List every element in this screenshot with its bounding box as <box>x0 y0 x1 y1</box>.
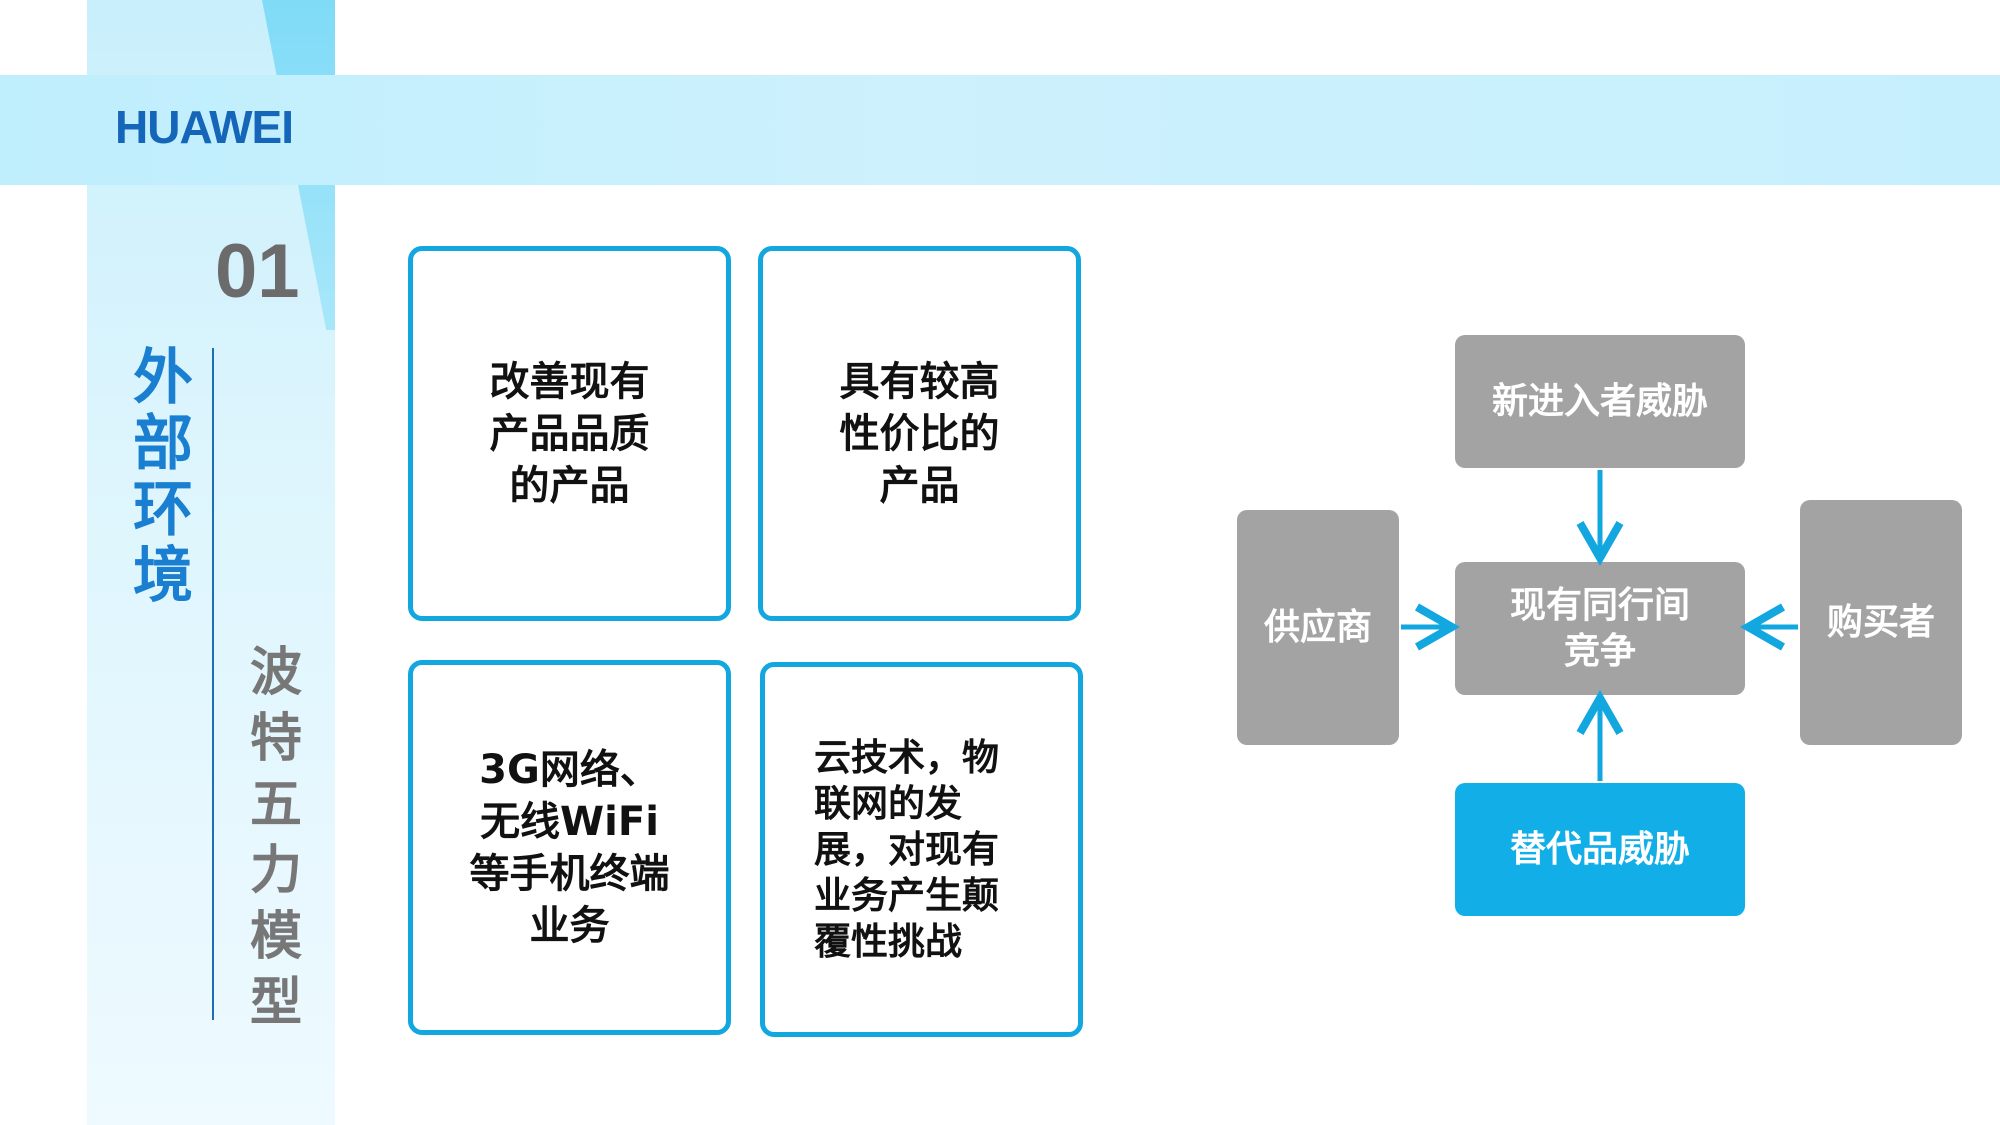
force-buyers: 购买者 <box>1800 500 1962 745</box>
card-1-text: 改善现有产品品质的产品 <box>489 358 650 509</box>
card-1: 改善现有产品品质的产品 <box>408 246 731 621</box>
force-competition: 现有同行间竞争 <box>1455 562 1745 695</box>
section-subtitle: 波特五力模型 <box>249 643 302 1033</box>
card-3-text: 3G网络、无线WiFi等手机终端业务 <box>469 746 670 949</box>
card-4-text: 云技术，物联网的发展，对现有业务产生颠覆性挑战 <box>814 735 999 963</box>
force-new-entrants: 新进入者威胁 <box>1455 335 1745 468</box>
section-title: 外部环境 <box>133 343 193 611</box>
force-substitutes: 替代品威胁 <box>1455 783 1745 916</box>
side-column <box>87 0 335 1125</box>
card-2: 具有较高性价比的产品 <box>758 246 1081 621</box>
section-number: 01 <box>215 229 300 314</box>
card-2-text: 具有较高性价比的产品 <box>839 358 1000 509</box>
card-4: 云技术，物联网的发展，对现有业务产生颠覆性挑战 <box>760 662 1083 1037</box>
card-3: 3G网络、无线WiFi等手机终端业务 <box>408 660 731 1035</box>
title-divider <box>212 348 214 1020</box>
header-band <box>0 75 2000 185</box>
force-competition-label: 现有同行间竞争 <box>1509 584 1690 672</box>
force-suppliers: 供应商 <box>1237 510 1399 745</box>
huawei-logo: HUAWEI <box>115 101 294 153</box>
